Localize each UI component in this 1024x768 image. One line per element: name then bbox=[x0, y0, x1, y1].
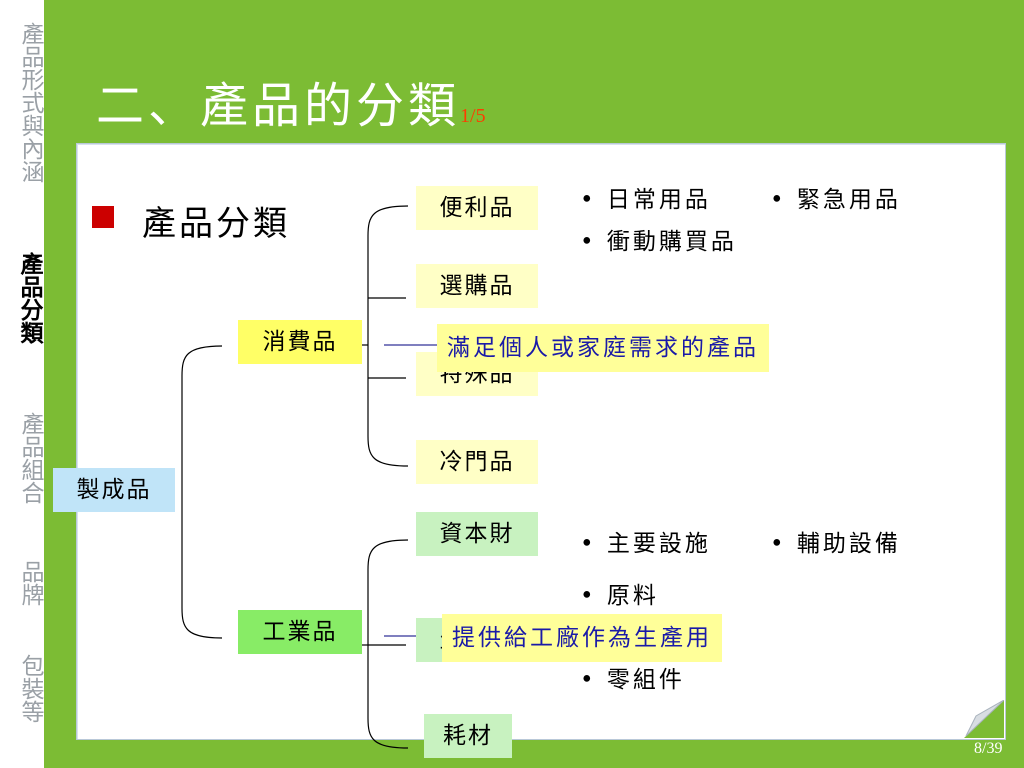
convenience-note-emergency: • 緊急用品 bbox=[770, 187, 901, 213]
industrial-definition-callout: 提供給工廠作為生產用 bbox=[442, 614, 722, 662]
slide-navigation-sidebar: 產品形式與內涵 產品分類 產品組合 品牌 包裝等 bbox=[0, 0, 44, 768]
industrial-item-capital: 資本財 bbox=[416, 512, 538, 556]
nav-item-product-mix[interactable]: 產品組合 bbox=[17, 412, 43, 504]
page-number: 8/39 bbox=[974, 740, 1003, 757]
root-node: 製成品 bbox=[53, 468, 175, 512]
bullet-heading: 產品分類 bbox=[142, 204, 290, 244]
consumer-item-shopping: 選購品 bbox=[416, 264, 538, 308]
page-curl-icon bbox=[964, 700, 1004, 738]
nav-item-product-classification[interactable]: 產品分類 bbox=[16, 252, 43, 344]
industrial-node: 工業品 bbox=[238, 610, 362, 654]
consumer-item-unsought: 冷門品 bbox=[416, 440, 538, 484]
consumer-definition-callout: 滿足個人或家庭需求的產品 bbox=[437, 324, 769, 372]
capital-note-installations: • 主要設施 bbox=[580, 531, 711, 557]
production-note-parts: • 零組件 bbox=[580, 667, 685, 693]
root-bracket bbox=[181, 345, 223, 639]
production-note-materials: • 原料 bbox=[580, 583, 659, 609]
industrial-item-supplies: 耗材 bbox=[424, 714, 512, 758]
industrial-bracket bbox=[367, 539, 409, 749]
slide-title: 二、產品的分類1/5 bbox=[96, 66, 486, 136]
capital-note-accessory: • 輔助設備 bbox=[770, 531, 901, 557]
convenience-note-impulse: • 衝動購買品 bbox=[580, 229, 737, 255]
consumer-node: 消費品 bbox=[238, 320, 362, 364]
slide-title-text: 二、產品的分類 bbox=[96, 78, 461, 134]
nav-item-packaging[interactable]: 包裝等 bbox=[17, 654, 43, 723]
consumer-item-convenience: 便利品 bbox=[416, 186, 538, 230]
nav-item-brand[interactable]: 品牌 bbox=[17, 560, 43, 606]
convenience-note-daily: • 日常用品 bbox=[580, 187, 711, 213]
consumer-bracket bbox=[367, 205, 409, 467]
bullet-square-icon bbox=[92, 206, 114, 228]
nav-item-product-form[interactable]: 產品形式與內涵 bbox=[17, 22, 43, 183]
slide-title-page-indicator: 1/5 bbox=[460, 105, 486, 127]
